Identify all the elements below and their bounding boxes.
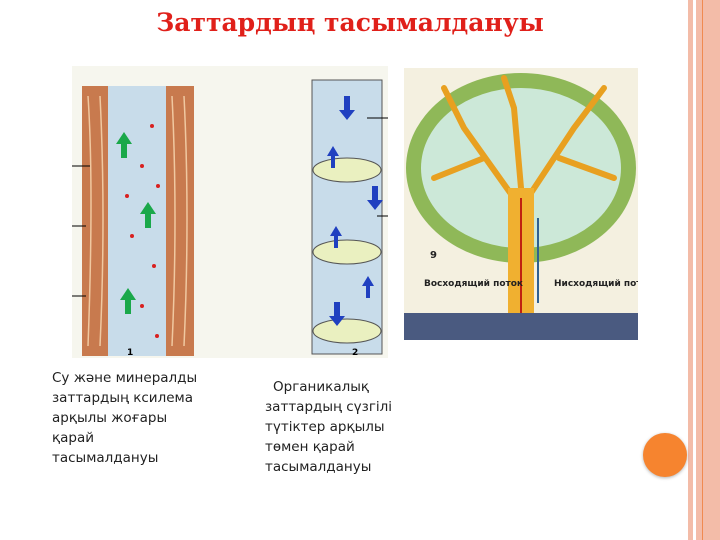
figure-1-caption: Су және минералды заттардың ксилема арқы… (52, 370, 198, 466)
slide-title: Заттардың тасымалдануы (156, 8, 544, 37)
ascending-flow-label: Восходящий поток (424, 279, 523, 289)
border-line (702, 0, 703, 540)
xylem-phloem-illustration (72, 66, 388, 358)
border-stripe (696, 0, 720, 540)
figure-1-number: 1 (127, 348, 134, 358)
decorative-circle (643, 433, 687, 477)
figure-2-caption: Органикалық заттардың сүзгілі түтіктер а… (265, 379, 393, 475)
tree-label-number: 9 (430, 250, 437, 261)
figure-2-number: 2 (352, 348, 359, 358)
tree-transport-illustration: 9 Восходящий поток Нисходящий поток (404, 68, 638, 340)
border-stripe (688, 0, 693, 540)
descending-flow-label: Нисходящий поток (554, 279, 638, 289)
